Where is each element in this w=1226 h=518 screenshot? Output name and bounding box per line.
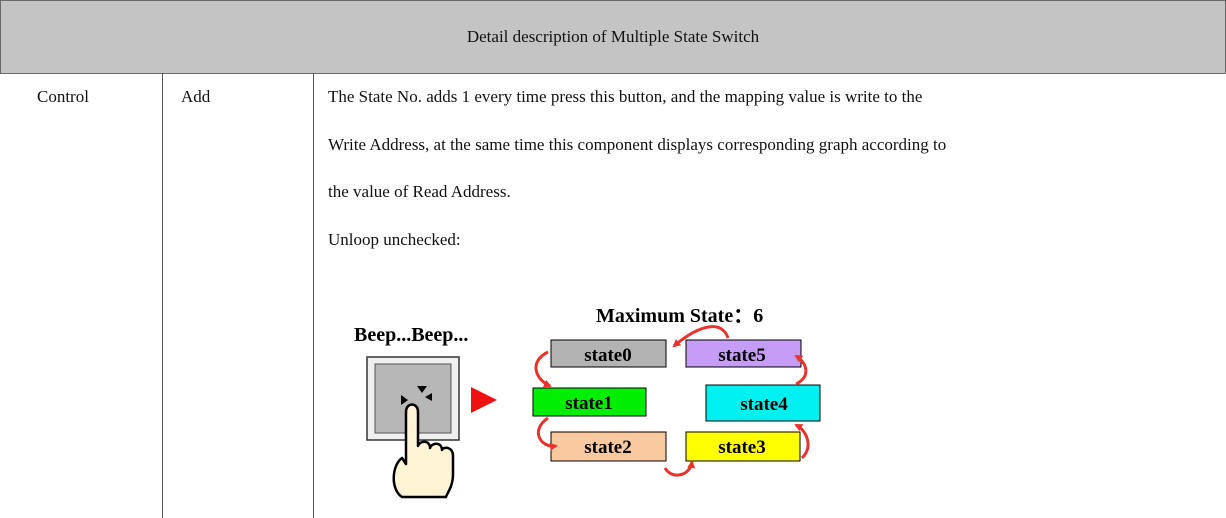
state-box-5: state5 bbox=[685, 339, 802, 368]
column-divider bbox=[162, 73, 163, 518]
state-label-1: state1 bbox=[565, 393, 612, 414]
state-label-4: state4 bbox=[740, 394, 788, 415]
column-divider bbox=[313, 73, 314, 518]
table-header: Detail description of Multiple State Swi… bbox=[0, 0, 1226, 74]
transition-arrows bbox=[534, 325, 810, 477]
subheading: Unloop unchecked: bbox=[328, 230, 461, 249]
state-label-3: state3 bbox=[718, 437, 765, 458]
state-label-0: state0 bbox=[584, 345, 631, 366]
play-arrow-icon bbox=[471, 387, 497, 413]
state-box-1: state1 bbox=[532, 387, 647, 417]
table-title: Detail description of Multiple State Swi… bbox=[466, 27, 760, 46]
description-line-1: The State No. adds 1 every time press th… bbox=[328, 87, 923, 106]
state-box-2: state2 bbox=[550, 431, 667, 462]
category-cell: Control bbox=[37, 87, 89, 106]
state-label-2: state2 bbox=[584, 437, 631, 458]
state-box-0: state0 bbox=[550, 339, 667, 368]
description-line-3: the value of Read Address. bbox=[328, 182, 511, 201]
beep-label: Beep...Beep... bbox=[354, 324, 468, 346]
pointing-hand-icon bbox=[392, 403, 455, 499]
action-cell: Add bbox=[181, 87, 211, 106]
state-box-3: state3 bbox=[685, 431, 801, 462]
description-line-2: Write Address, at the same time this com… bbox=[328, 135, 947, 154]
state-label-5: state5 bbox=[718, 345, 765, 366]
max-state-label: Maximum State：6 bbox=[596, 305, 763, 327]
state-box-4: state4 bbox=[705, 384, 821, 422]
